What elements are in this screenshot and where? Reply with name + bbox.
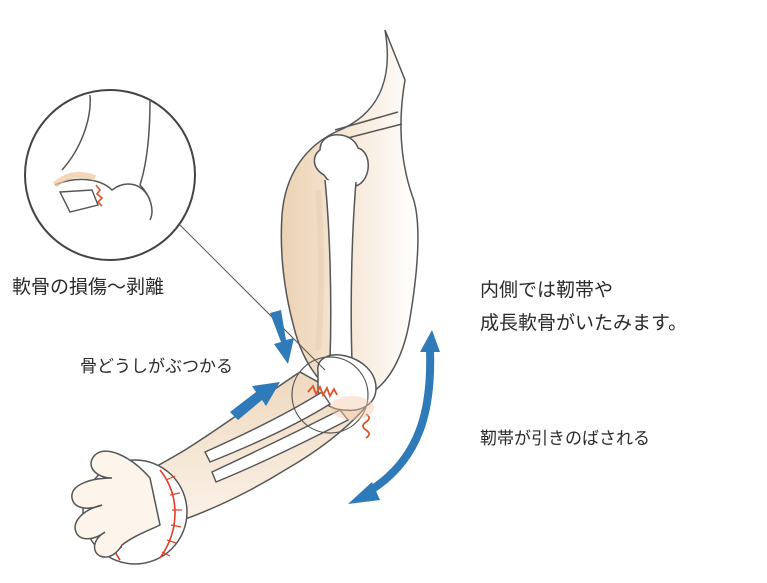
label-bones-colliding: 骨どうしがぶつかる <box>80 357 233 377</box>
label-medial-line2: 成長軟骨がいたみます。 <box>480 312 688 334</box>
label-cartilage-damage: 軟骨の損傷〜剥離 <box>12 276 165 298</box>
hand <box>71 450 161 558</box>
compression-arrows <box>230 310 294 420</box>
clavicle-bone <box>334 111 403 141</box>
label-ligament-stretched: 靭帯が引きのばされる <box>480 429 650 449</box>
radius-bone <box>204 391 331 463</box>
stretch-arrows <box>348 330 440 504</box>
injury-marks <box>307 384 338 399</box>
ulna-bone <box>211 409 350 483</box>
compression-arrow-down <box>270 310 294 364</box>
injury-glow <box>330 396 374 420</box>
label-medial-line1: 内側では靭帯や <box>480 279 614 301</box>
compression-arrow-diagonal <box>230 382 280 420</box>
inset-fragment <box>58 189 99 213</box>
elbow-focus-circle <box>291 356 369 434</box>
leader-line <box>179 224 326 371</box>
ligament-strain-mark <box>362 413 370 439</box>
elbow-joint <box>317 354 377 412</box>
humerus-shading <box>315 189 324 351</box>
magnified-inset <box>24 89 196 261</box>
